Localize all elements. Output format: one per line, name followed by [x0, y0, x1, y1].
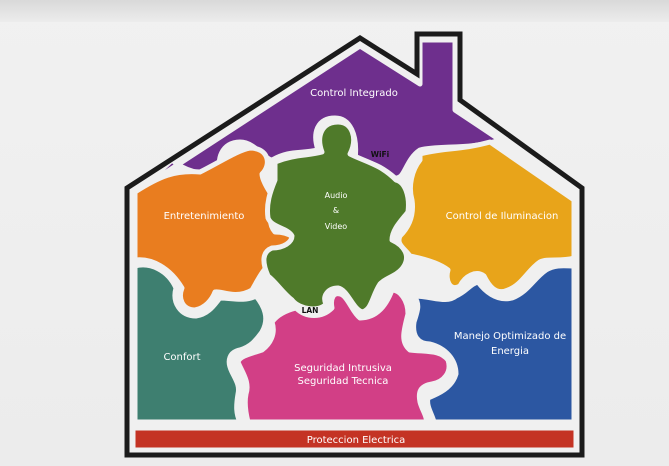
- piece-control-iluminacion: [396, 139, 577, 294]
- label-manejo-2: Energia: [491, 346, 529, 357]
- label-control-iluminacion: Control de Iluminacion: [446, 211, 559, 222]
- label-control-integrado: Control Integrado: [310, 88, 398, 99]
- label-audio: Audio: [325, 191, 348, 200]
- label-video: Video: [325, 222, 348, 231]
- house-outline: [124, 31, 585, 458]
- piece-seguridad: [235, 287, 452, 425]
- label-lan: LAN: [302, 306, 319, 315]
- label-ampersand: &: [333, 206, 339, 215]
- piece-control-integrado: [139, 37, 503, 191]
- top-bar: [0, 0, 669, 22]
- piece-manejo: [411, 263, 577, 425]
- label-seguridad-2: Seguridad Tecnica: [298, 376, 389, 387]
- label-confort: Confort: [163, 352, 200, 363]
- piece-confort: [132, 262, 269, 425]
- label-entretenimiento: Entretenimiento: [164, 211, 245, 222]
- piece-proteccion: [130, 425, 579, 453]
- piece-audio-video: [261, 119, 411, 315]
- label-wifi: WiFi: [371, 150, 390, 159]
- label-proteccion: Proteccion Electrica: [307, 435, 406, 446]
- label-manejo-1: Manejo Optimizado de: [454, 331, 566, 342]
- label-seguridad-1: Seguridad Intrusiva: [294, 363, 392, 374]
